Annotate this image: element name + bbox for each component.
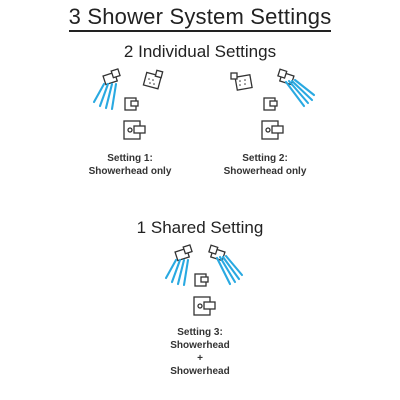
thermostatic-valve-icon: [193, 296, 216, 316]
setting-1-caption: Setting 1: Showerhead only: [75, 152, 185, 178]
setting-1-label: Setting 1:: [107, 153, 153, 164]
shared-setting-heading: 1 Shared Setting: [136, 218, 264, 237]
diverter-valve-icon: [194, 273, 209, 287]
setting-3-description-line2: Showerhead: [170, 366, 230, 377]
individual-settings-heading: 2 Individual Settings: [123, 42, 277, 61]
showerhead-right-inactive-icon: [142, 69, 164, 90]
showerhead-left-active-icon: [164, 244, 193, 287]
setting-3-description-line1: Showerhead: [170, 340, 230, 351]
diverter-valve-icon: [124, 97, 139, 111]
setting-2-label: Setting 2:: [242, 153, 288, 164]
setting-2-description: Showerhead only: [223, 166, 307, 177]
showerhead-right-active-icon: [208, 244, 244, 286]
setting-2-diagram: [230, 68, 316, 140]
showerhead-right-active-icon: [277, 68, 316, 108]
diverter-valve-icon: [263, 97, 278, 111]
showerhead-left-active-icon: [92, 68, 121, 111]
setting-2-caption: Setting 2: Showerhead only: [210, 152, 320, 178]
thermostatic-valve-icon: [261, 120, 284, 140]
setting-1-description: Showerhead only: [88, 166, 172, 177]
thermostatic-valve-icon: [123, 120, 146, 140]
setting-3-plus: +: [197, 353, 203, 364]
setting-3-diagram: [164, 244, 244, 316]
page-title: 3 Shower System Settings: [0, 4, 400, 32]
showerhead-left-inactive-icon: [230, 72, 253, 91]
setting-3-label: Setting 3:: [177, 327, 223, 338]
setting-3-caption: Setting 3: Showerhead + Showerhead: [145, 326, 255, 378]
setting-1-diagram: [92, 68, 164, 140]
